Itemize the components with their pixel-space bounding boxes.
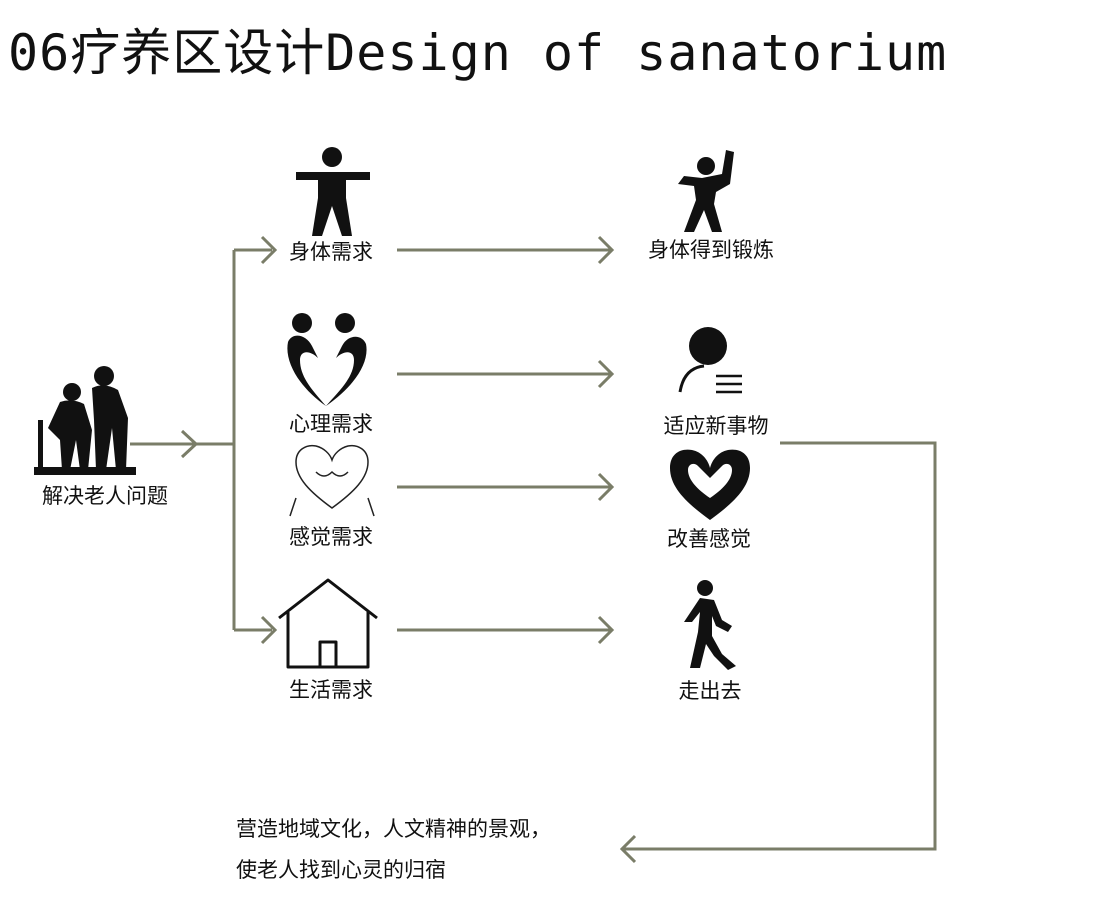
person-exercising-icon — [678, 150, 734, 232]
conclusion-line-1: 营造地域文化，人文精神的景观， — [236, 817, 551, 841]
need-label-body: 身体需求 — [289, 240, 373, 264]
return-connector-arrowhead — [619, 834, 637, 864]
user-list-icon — [678, 327, 742, 394]
branch-connector-4-arrowhead — [260, 615, 278, 645]
need-outcome-connector-4-arrowhead — [597, 615, 615, 645]
walking-person-icon — [684, 580, 736, 670]
heart-hands-icon — [670, 449, 750, 520]
need-outcome-connector-3-arrowhead — [597, 472, 615, 502]
connectors — [130, 235, 937, 864]
heart-outline-icon — [289, 444, 375, 517]
return-connector — [622, 441, 937, 851]
outcome-label-adapt: 适应新事物 — [663, 414, 769, 438]
need-label-psychological: 心理需求 — [289, 412, 373, 436]
page-title: 06疗养区设计Design of sanatorium — [8, 24, 948, 82]
source-label: 解决老人问题 — [42, 484, 168, 508]
source-connector-arrowhead — [180, 429, 199, 459]
need-label-living: 生活需求 — [289, 678, 373, 702]
need-outcome-connector-2-arrowhead — [597, 359, 615, 389]
outcome-label-go-out: 走出去 — [678, 679, 742, 703]
house-icon — [278, 578, 378, 669]
outcome-label-exercise: 身体得到锻炼 — [648, 238, 774, 262]
outcome-label-improve: 改善感觉 — [667, 527, 751, 551]
elderly-couple-icon — [34, 366, 136, 475]
person-arms-out-icon — [296, 147, 370, 236]
need-outcome-connector-1-arrowhead — [597, 235, 615, 265]
conclusion-line-2: 使老人找到心灵的归宿 — [236, 858, 446, 882]
need-label-sensory: 感觉需求 — [289, 525, 373, 549]
branch-connector-1-arrowhead — [260, 235, 278, 265]
couple-heart-icon — [287, 313, 367, 406]
